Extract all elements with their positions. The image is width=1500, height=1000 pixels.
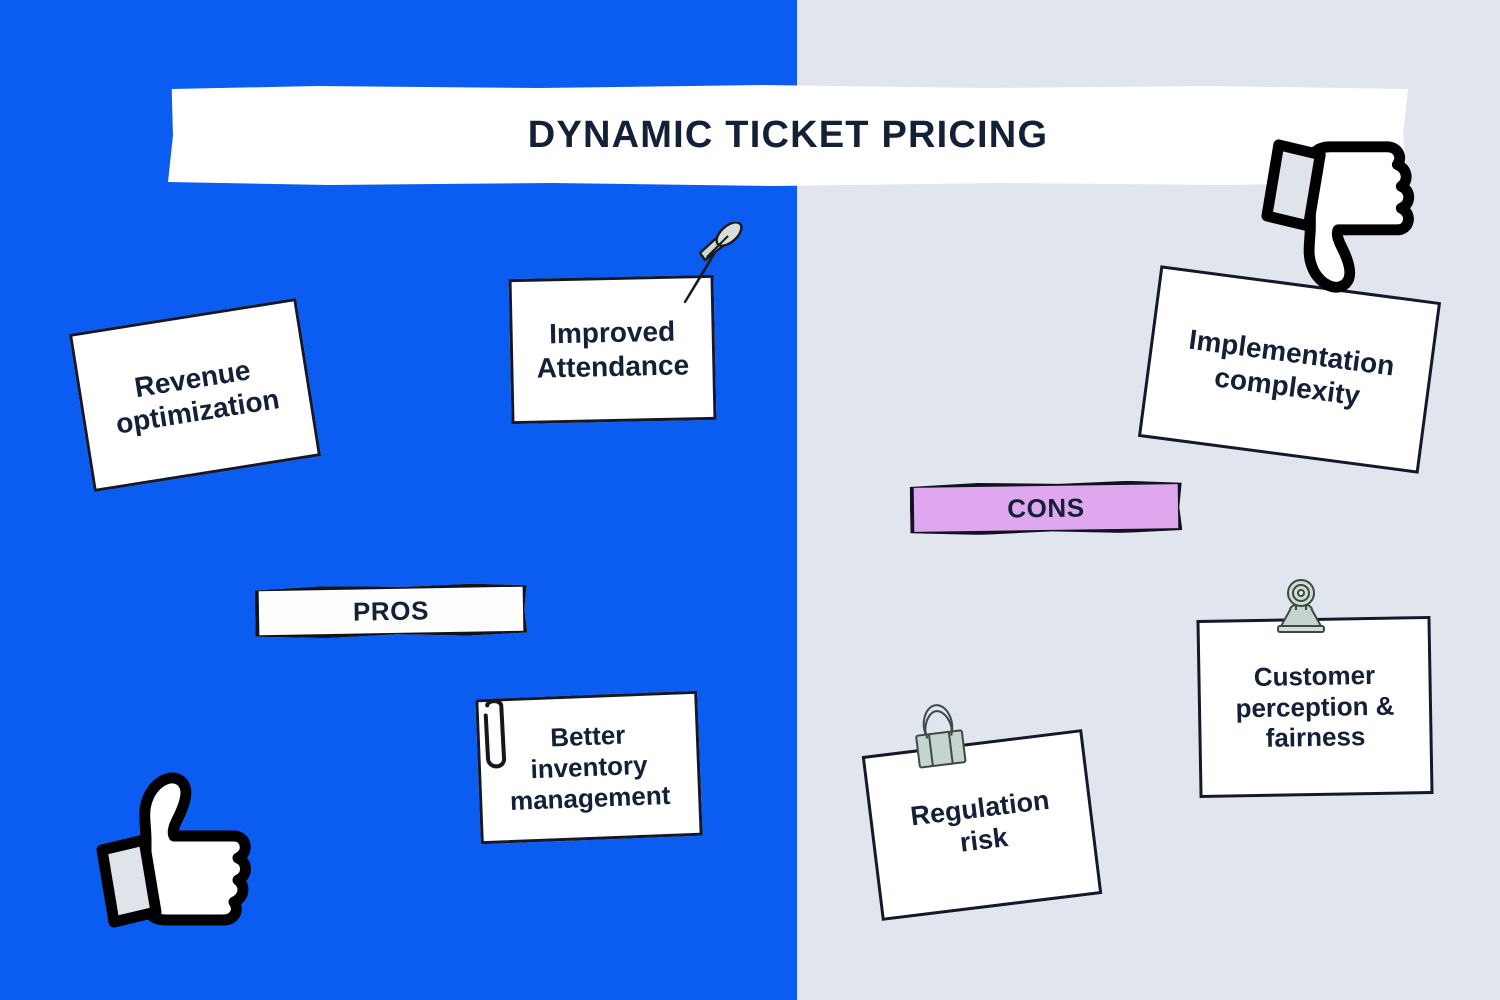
pros-label-banner: PROS bbox=[255, 583, 528, 640]
cons-card-regulation[interactable]: Regulation risk bbox=[861, 729, 1103, 921]
page-title: DYNAMIC TICKET PRICING bbox=[527, 114, 1049, 156]
pros-card-inventory-label: Better inventory management bbox=[509, 720, 671, 816]
thumbs-down-icon bbox=[1253, 133, 1431, 303]
cons-label: CONS bbox=[1007, 491, 1085, 524]
pros-label: PROS bbox=[352, 594, 430, 627]
cons-label-banner: CONS bbox=[910, 480, 1183, 536]
pros-card-attendance-label: Improved Attendance bbox=[536, 316, 690, 384]
thumbs-up-icon bbox=[88, 762, 268, 934]
binder-clip-icon bbox=[903, 693, 976, 774]
cons-card-implementation-label: Implementation complexity bbox=[1187, 324, 1397, 411]
cons-card-regulation-label: Regulation risk bbox=[908, 784, 1052, 858]
bulldog-clip-icon bbox=[1268, 576, 1334, 638]
pushpin-icon bbox=[677, 222, 749, 308]
cons-card-perception[interactable]: Customer perception & fairness bbox=[1196, 615, 1434, 799]
pros-card-revenue-label: Revenue optimization bbox=[113, 354, 282, 440]
title-banner: DYNAMIC TICKET PRICING bbox=[168, 85, 1408, 186]
cons-card-perception-label: Customer perception & fairness bbox=[1235, 659, 1395, 754]
paperclip-icon bbox=[476, 696, 516, 782]
